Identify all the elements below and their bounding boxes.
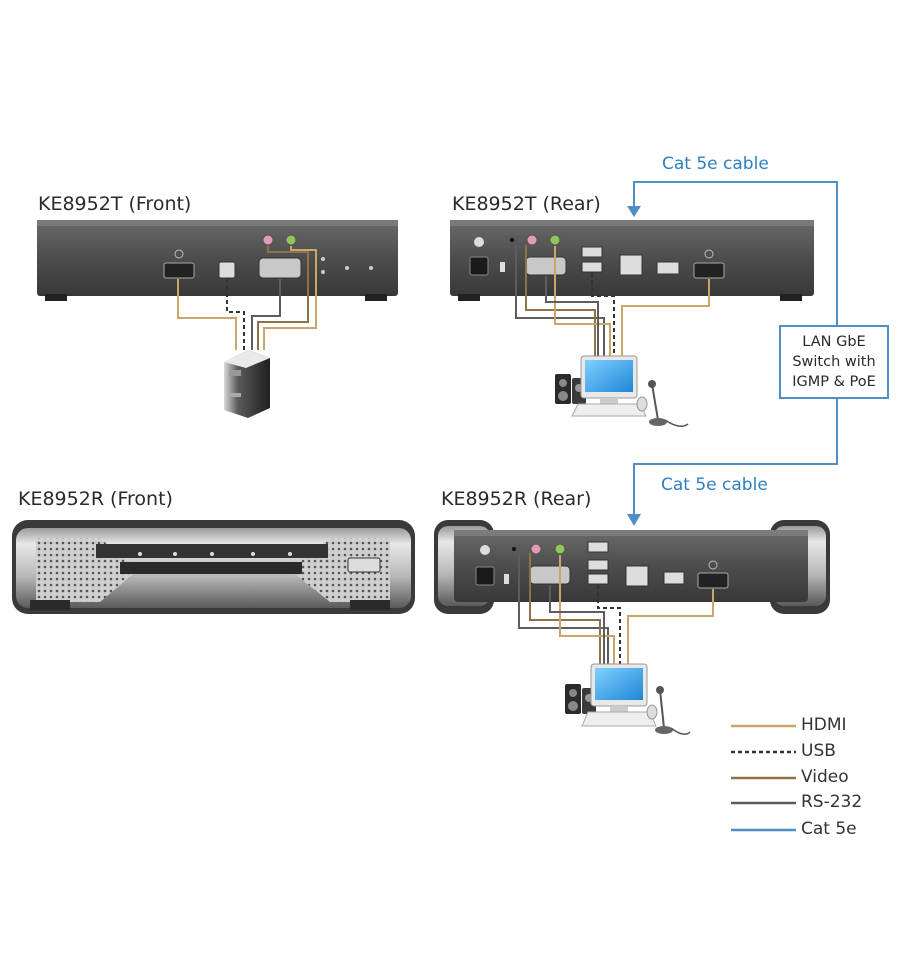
ground-screw-icon — [474, 237, 484, 247]
workstation-r-icon — [565, 663, 691, 735]
cat5e-bottom-line — [633, 399, 838, 522]
usb-b-port-icon — [218, 261, 236, 279]
tx-front-cables — [177, 246, 317, 350]
serial-port-icon — [258, 257, 302, 279]
cat5e-bottom-arrow — [627, 514, 641, 526]
audio-pink-jack-icon — [262, 234, 274, 246]
ke8952t-rear-device — [450, 220, 814, 301]
ke8952t-front-device — [37, 220, 398, 301]
legend-label-video: Video — [801, 767, 849, 787]
cat5e-top-arrow — [627, 206, 641, 217]
ke8952t-rear-label: KE8952T (Rear) — [452, 193, 601, 215]
serial-port-icon — [525, 256, 567, 276]
rx-rear-cables — [518, 553, 714, 664]
workstation-t-icon — [555, 355, 689, 427]
legend-label-cat5e: Cat 5e — [801, 819, 857, 839]
hdmi-port-icon — [163, 249, 195, 279]
audio-green-jack-icon — [285, 234, 297, 246]
switch-line-1: LAN GbE — [802, 334, 866, 350]
pc-tower-icon — [224, 350, 270, 418]
lan-switch-box: LAN GbE Switch with IGMP & PoE — [779, 325, 889, 399]
switch-line-3: IGMP & PoE — [792, 374, 876, 390]
cat5e-cable-top-label: Cat 5e cable — [662, 154, 769, 174]
ke8952t-front-label: KE8952T (Front) — [38, 193, 192, 215]
legend-label-usb: USB — [801, 741, 836, 761]
tx-rear-cables — [515, 244, 710, 356]
dc-power-jack-icon — [469, 256, 489, 276]
legend-label-rs232: RS-232 — [801, 792, 863, 812]
switch-line-2: Switch with — [792, 354, 876, 370]
usb-a-port-icon — [347, 557, 381, 573]
legend-swatches — [731, 724, 796, 832]
cat5e-network-lines — [627, 181, 838, 526]
ke8952r-front-device — [12, 520, 415, 614]
cat5e-top-line — [633, 181, 838, 325]
legend-label-hdmi: HDMI — [801, 715, 847, 735]
ke8952r-front-label: KE8952R (Front) — [18, 488, 173, 510]
cat5e-cable-bottom-label: Cat 5e cable — [661, 475, 768, 495]
ke8952r-rear-device — [434, 520, 830, 614]
ke8952r-rear-label: KE8952R (Rear) — [441, 488, 592, 510]
hdmi-port-icon — [693, 262, 725, 279]
sfp-port-icon — [656, 261, 680, 275]
usb-a-ports-icon — [581, 246, 603, 258]
rj45-port-icon — [619, 254, 643, 276]
